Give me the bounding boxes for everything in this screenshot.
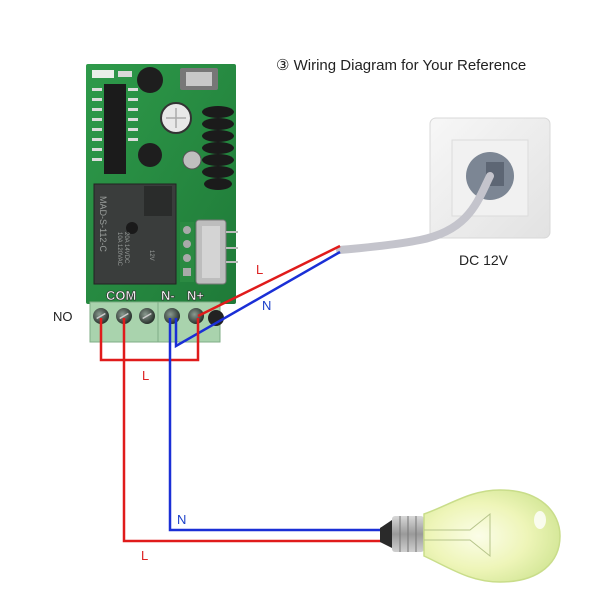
light-bulb-icon [380, 489, 561, 583]
terminal-screw-n-minus [164, 308, 180, 324]
load-live-wire [122, 318, 382, 543]
terminal-label-no: NO [53, 309, 73, 324]
wires [99, 244, 382, 543]
terminal-screw-n-plus [188, 308, 204, 324]
supply-neutral-wire [174, 250, 341, 349]
relay-model-text: MAD-S-112-C [98, 196, 108, 252]
svg-text:12V: 12V [148, 250, 154, 261]
load-neutral-wire [168, 318, 382, 532]
relay-receiver-board-icon: MAD-S-112-C 10A 120VAC 20A 14VDC 12V [86, 64, 238, 343]
loop-live-wire [99, 318, 200, 362]
svg-text:10A 120VAC: 10A 120VAC [116, 232, 122, 267]
terminal-label-n-plus: N+ [187, 288, 205, 304]
load-live-label: L [141, 548, 149, 563]
supply-live-label: L [256, 262, 264, 277]
supply-live-wire [197, 244, 341, 318]
load-neutral-label: N [177, 512, 187, 527]
power-cable [336, 172, 494, 254]
loop-live-label: L [142, 368, 150, 383]
terminal-label-com: COM [106, 288, 137, 304]
diagram-title: ③ Wiring Diagram for Your Reference [276, 57, 527, 74]
svg-text:20A 14VDC: 20A 14VDC [123, 232, 129, 264]
supply-neutral-label: N [262, 298, 272, 313]
power-source-label: DC 12V [459, 252, 509, 268]
terminal-label-n-minus: N- [161, 288, 175, 304]
